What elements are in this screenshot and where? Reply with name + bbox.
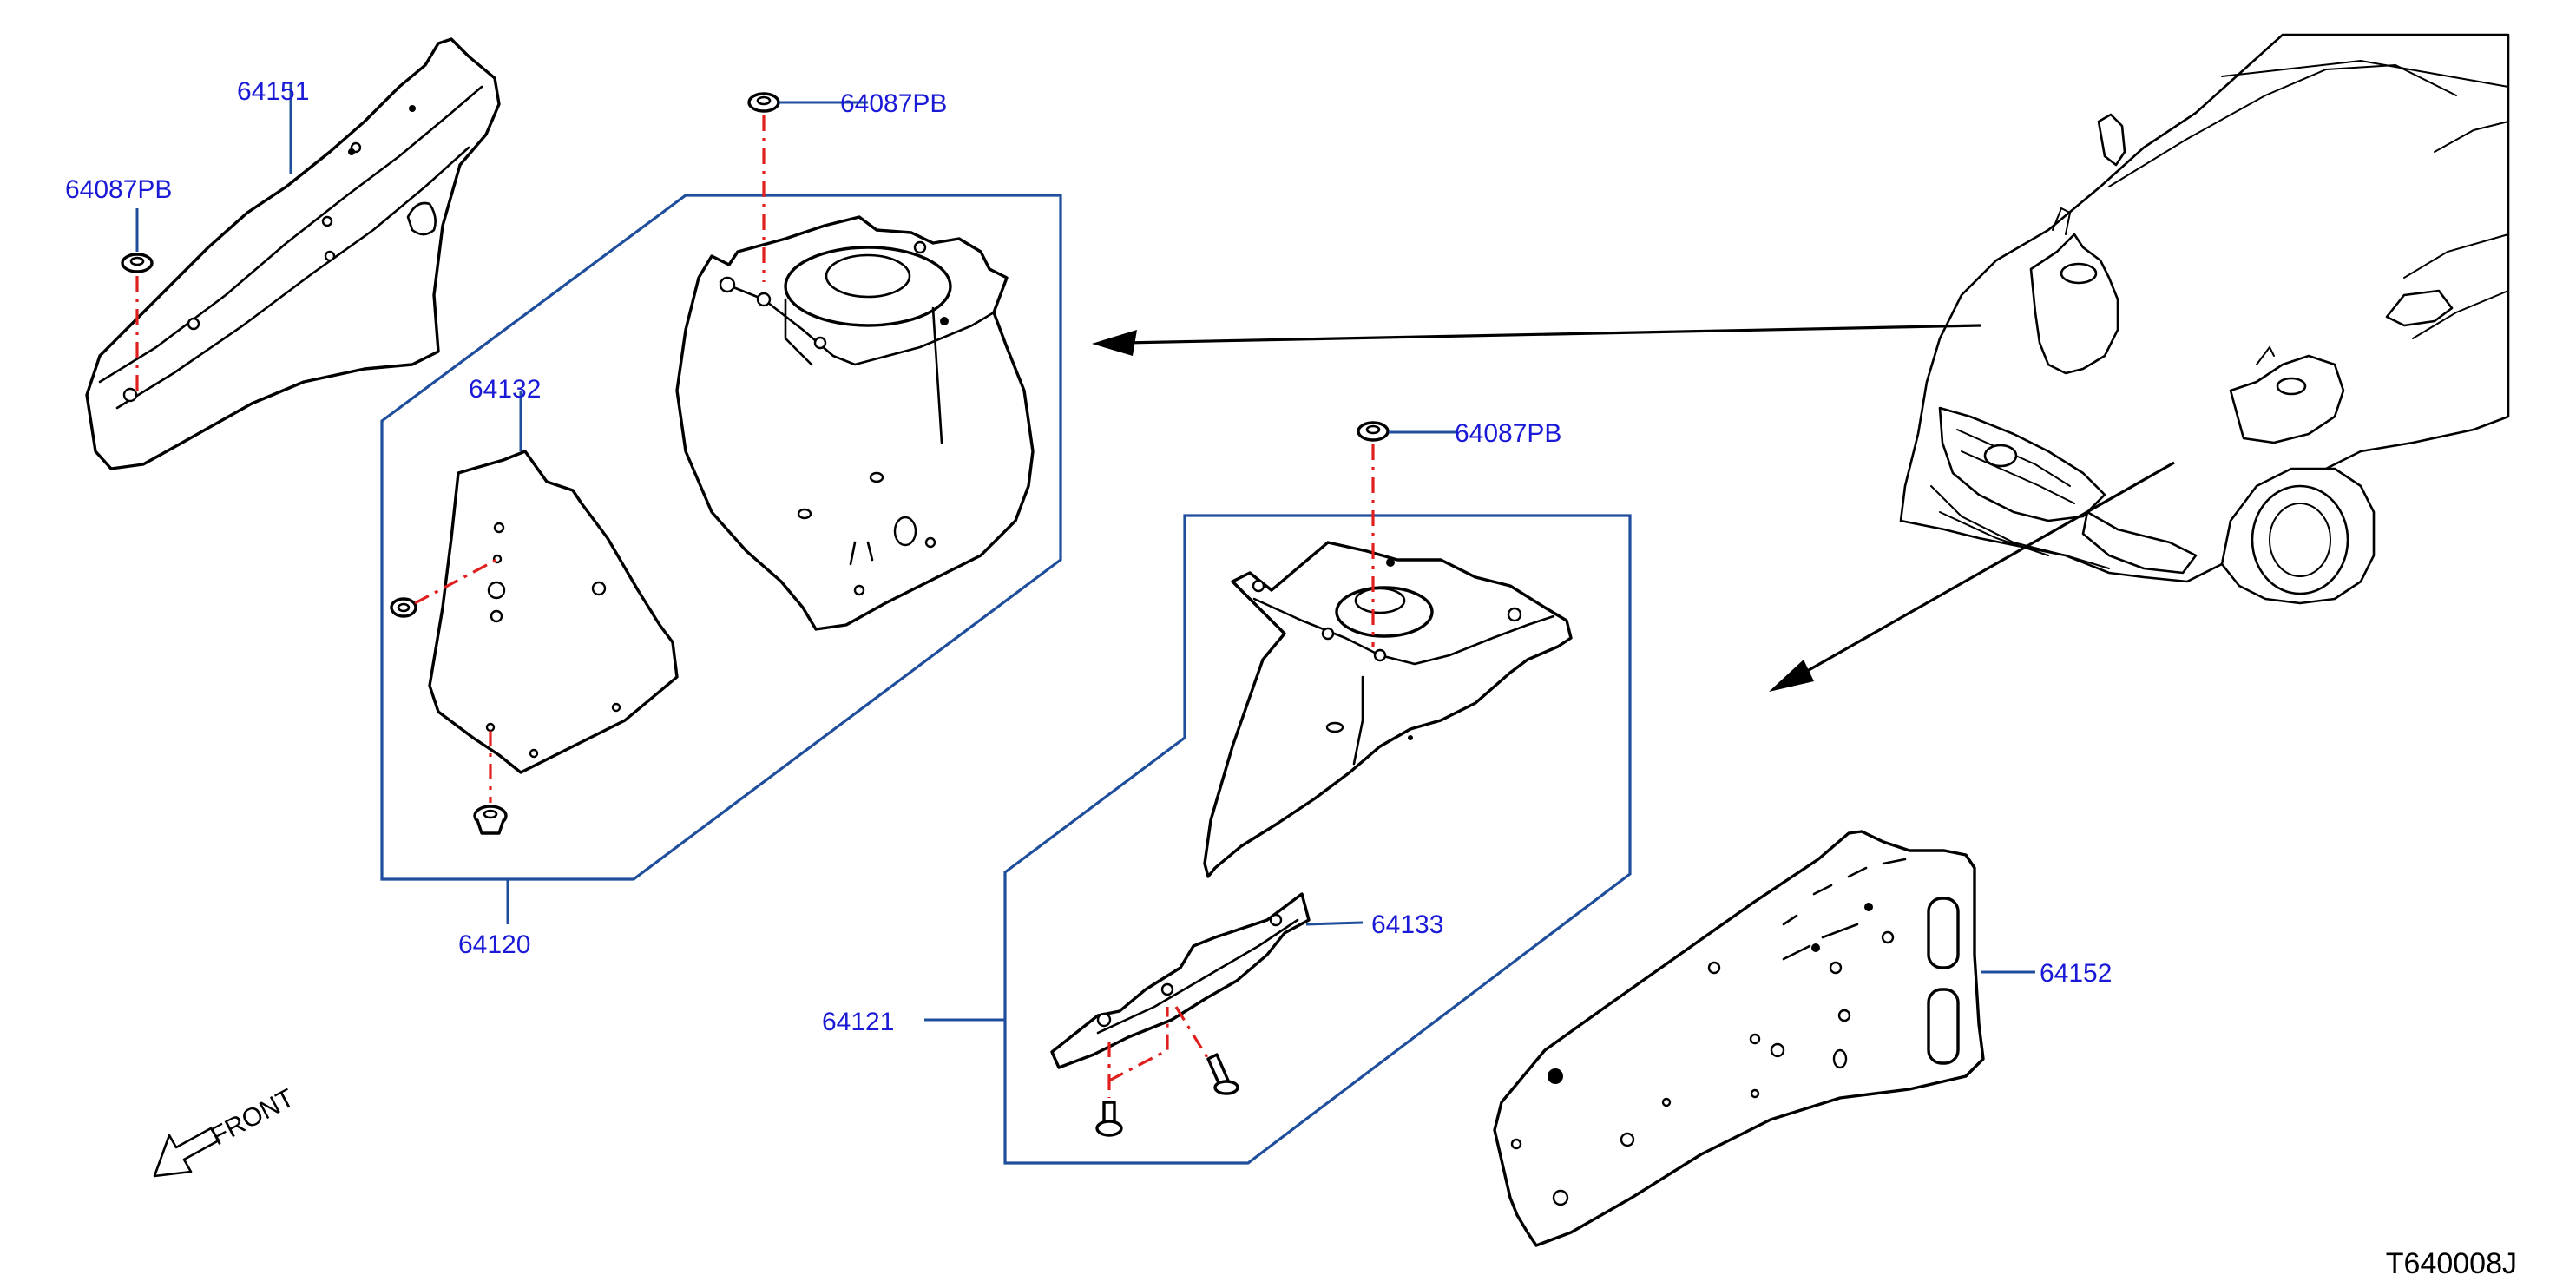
front-arrow-icon bbox=[153, 1127, 220, 1178]
part-64133[interactable] bbox=[1050, 892, 1311, 1069]
callout-arrow-lower bbox=[1769, 461, 2175, 692]
callout-64087pb-top: 64087PB bbox=[840, 89, 947, 118]
callout-64087pb-left: 64087PB bbox=[65, 175, 172, 204]
callout-64151: 64151 bbox=[237, 77, 309, 106]
front-label: FRONT bbox=[207, 1084, 299, 1152]
clip-64132-side[interactable] bbox=[390, 597, 417, 618]
part-64152[interactable] bbox=[1493, 830, 1985, 1247]
diagram-code: T640008J bbox=[2386, 1247, 2517, 1280]
part-64132[interactable] bbox=[428, 450, 679, 774]
part-64151[interactable] bbox=[85, 37, 501, 470]
leader-64151: 64151 bbox=[237, 77, 309, 174]
part-strut-housing-lower[interactable] bbox=[1203, 541, 1573, 878]
clip-64087pb-left[interactable] bbox=[121, 253, 154, 273]
callout-64133: 64133 bbox=[1371, 910, 1443, 939]
group-frame-64120 bbox=[380, 194, 1062, 881]
vehicle-illustration bbox=[1899, 33, 2510, 605]
callout-64120: 64120 bbox=[458, 930, 530, 959]
front-indicator: FRONT bbox=[153, 1084, 299, 1178]
clip-64087pb-top[interactable] bbox=[747, 92, 780, 113]
clip-64087pb-mid[interactable] bbox=[1357, 421, 1390, 442]
grommet-64132-bottom[interactable] bbox=[473, 805, 508, 835]
callout-arrow-upper bbox=[1092, 324, 1981, 356]
callout-64132: 64132 bbox=[469, 375, 541, 404]
callout-64152: 64152 bbox=[2040, 959, 2112, 988]
callout-64121: 64121 bbox=[822, 1008, 894, 1036]
group-frame-64121 bbox=[1003, 514, 1632, 1165]
bolt-64133-a[interactable] bbox=[1095, 1101, 1123, 1137]
bolt-64133-b[interactable] bbox=[1206, 1053, 1239, 1095]
part-strut-housing-upper[interactable] bbox=[675, 215, 1035, 631]
callout-64087pb-mid: 64087PB bbox=[1455, 419, 1561, 448]
